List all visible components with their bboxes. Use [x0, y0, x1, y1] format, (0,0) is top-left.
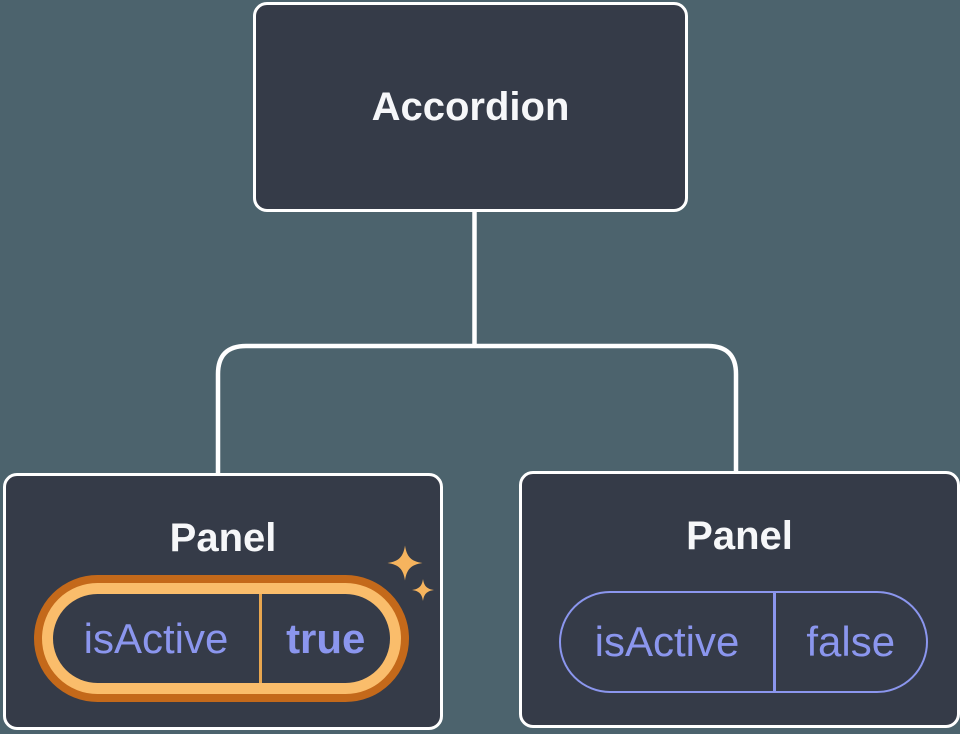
prop-name-cell: isActive [53, 594, 259, 683]
panel-node-inactive: Panel isActive false [519, 471, 960, 728]
panel-node-label: Panel [169, 516, 277, 560]
prop-name-cell: isActive [561, 593, 773, 691]
accordion-node-label: Accordion [371, 85, 570, 129]
prop-name-label: isActive [594, 618, 740, 665]
prop-value-label: false [806, 618, 896, 665]
prop-value-cell: true [262, 594, 391, 683]
sparkles-icon [387, 545, 434, 601]
state-pill-active-inner: isActive true [53, 594, 390, 683]
pill-divider [773, 593, 776, 691]
panel-node-active: Panel isActive true [3, 473, 443, 730]
prop-value-cell: false [776, 593, 927, 691]
pill-divider [259, 594, 262, 683]
prop-name-label: isActive [83, 614, 229, 662]
prop-value-label: true [286, 614, 366, 662]
state-pill-active: isActive true [34, 575, 409, 702]
panel-node-label: Panel [686, 514, 793, 558]
accordion-node: Accordion [253, 2, 688, 212]
sparkle-icon-small [412, 579, 434, 601]
state-pill-inactive: isActive false [559, 591, 928, 693]
sparkle-icon-large [387, 545, 423, 581]
connector-branch [215, 343, 739, 473]
